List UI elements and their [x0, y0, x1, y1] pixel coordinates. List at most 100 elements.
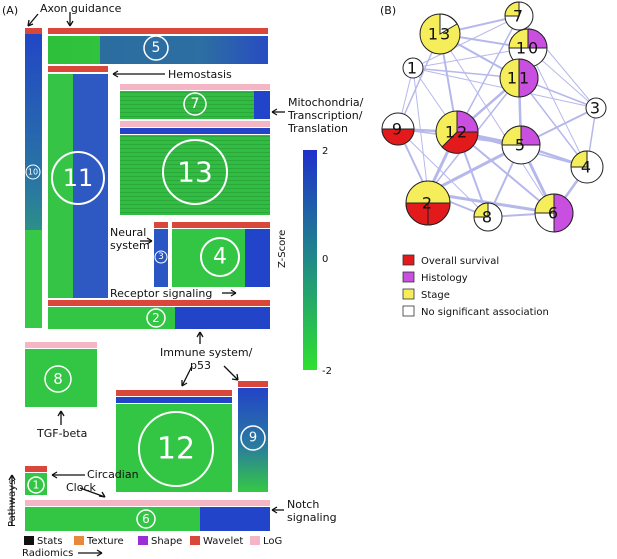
svg-text:Histology: Histology	[421, 273, 468, 284]
svg-text:11: 11	[63, 164, 94, 192]
heatmap-cluster-2	[48, 300, 270, 329]
heatmap-cluster-11	[48, 66, 108, 298]
z-score-colorbar: 2 0 -2 Z-Score	[277, 146, 332, 377]
cluster-circle-2: 2	[146, 308, 166, 328]
node-8: 8	[473, 202, 503, 232]
cluster-circle-10: 10	[25, 164, 41, 180]
svg-text:5: 5	[152, 40, 161, 56]
node-1: 1	[402, 57, 424, 79]
node-6: 6	[534, 193, 574, 233]
feature-type-legend: Stats Texture Shape Wavelet LoG	[24, 536, 282, 547]
svg-text:10: 10	[516, 39, 540, 58]
label-tgf-beta: TGF-beta	[36, 427, 87, 440]
colorbar-max: 2	[322, 146, 328, 157]
cluster-circle-9: 9	[240, 425, 266, 451]
cluster-circle-6: 6	[136, 509, 156, 529]
svg-text:12: 12	[157, 432, 195, 467]
axis-label-pathways: Pathways	[7, 480, 18, 527]
svg-text:7: 7	[513, 7, 525, 26]
heatmap-cluster-8	[25, 342, 97, 407]
heatmap-cluster-9	[238, 381, 268, 492]
svg-text:11: 11	[507, 69, 531, 88]
node-10: 10	[508, 28, 548, 68]
cluster-circle-5: 5	[143, 35, 169, 61]
colorbar-mid: 0	[322, 254, 328, 265]
svg-text:No significant association: No significant association	[421, 307, 549, 318]
network-nodes: 13 7 10 1 11 3	[381, 1, 607, 233]
node-4: 4	[570, 150, 604, 184]
heatmap-cluster-3	[154, 222, 168, 287]
cluster-circle-8: 8	[44, 365, 72, 393]
cluster-circle-4: 4	[200, 237, 240, 277]
label-mito-2: Transcription/	[287, 109, 363, 122]
cluster-number-circles: 5 7 10 11 13 3 4 2 8 12 9 1 6	[25, 35, 266, 529]
panel-a-label: (A)	[2, 4, 18, 17]
label-immune-2: p53	[190, 359, 211, 372]
svg-text:9: 9	[249, 431, 257, 446]
heatmap-cluster-10	[25, 28, 42, 328]
node-3: 3	[585, 97, 607, 119]
cluster-circle-11: 11	[51, 151, 105, 205]
svg-text:Texture: Texture	[86, 536, 124, 547]
svg-text:Shape: Shape	[151, 536, 182, 547]
label-circadian-2: Clock	[66, 481, 97, 494]
svg-text:LoG: LoG	[263, 536, 282, 547]
svg-text:Overall survival: Overall survival	[421, 256, 499, 267]
cluster-circle-13: 13	[162, 139, 228, 205]
label-hemostasis: Hemostasis	[168, 68, 232, 81]
svg-text:3: 3	[158, 252, 164, 262]
node-2: 2	[405, 180, 451, 226]
svg-text:4: 4	[213, 245, 227, 270]
svg-text:2: 2	[152, 311, 160, 325]
label-mito-1: Mitochondria/	[288, 96, 364, 109]
svg-text:13: 13	[428, 25, 452, 44]
label-immune-1: Immune system/	[160, 346, 253, 359]
cluster-circle-1: 1	[27, 476, 45, 494]
svg-text:4: 4	[581, 158, 593, 177]
panel-b-label: (B)	[380, 4, 396, 17]
label-circadian-1: Circadian	[87, 468, 139, 481]
label-mito-3: Translation	[287, 122, 348, 135]
axis-label-radiomics: Radiomics	[22, 548, 73, 559]
svg-text:5: 5	[515, 136, 527, 155]
node-12: 12	[435, 110, 479, 154]
svg-text:7: 7	[191, 96, 200, 112]
heatmap-cluster-6	[25, 500, 270, 531]
svg-text:Stats: Stats	[37, 536, 63, 547]
label-notch-1: Notch	[287, 498, 319, 511]
svg-text:12: 12	[445, 123, 469, 142]
heatmap-cluster-12	[116, 390, 232, 492]
label-notch-2: signaling	[287, 511, 337, 524]
node-13: 13	[419, 13, 461, 55]
svg-text:1: 1	[407, 59, 419, 78]
label-neural-1: Neural	[110, 226, 146, 239]
svg-text:3: 3	[590, 99, 602, 118]
svg-text:13: 13	[177, 156, 213, 189]
svg-text:8: 8	[53, 370, 63, 388]
node-7: 7	[504, 1, 534, 31]
svg-text:1: 1	[33, 479, 40, 492]
association-legend: Overall survival Histology Stage No sign…	[402, 254, 549, 318]
label-axon-guidance: Axon guidance	[40, 2, 122, 15]
svg-text:10: 10	[28, 168, 38, 177]
svg-text:Stage: Stage	[421, 290, 450, 301]
svg-text:6: 6	[548, 204, 560, 223]
svg-text:8: 8	[482, 208, 494, 227]
node-5: 5	[501, 125, 541, 165]
node-9: 9	[381, 112, 415, 146]
svg-text:9: 9	[392, 120, 404, 139]
cluster-circle-3: 3	[154, 250, 168, 264]
svg-text:6: 6	[142, 512, 150, 526]
annotation-arrows	[8, 12, 285, 557]
heatmap-cluster-5	[48, 28, 268, 64]
cluster-circle-7: 7	[183, 92, 207, 116]
colorbar-title: Z-Score	[277, 230, 288, 268]
colorbar-min: -2	[322, 366, 332, 377]
heatmap-cluster-13	[120, 121, 270, 215]
cluster-circle-12: 12	[138, 411, 214, 487]
node-11: 11	[499, 58, 539, 98]
label-neural-2: system	[110, 239, 150, 252]
svg-text:2: 2	[422, 194, 434, 213]
label-receptor: Receptor signaling	[110, 287, 212, 300]
